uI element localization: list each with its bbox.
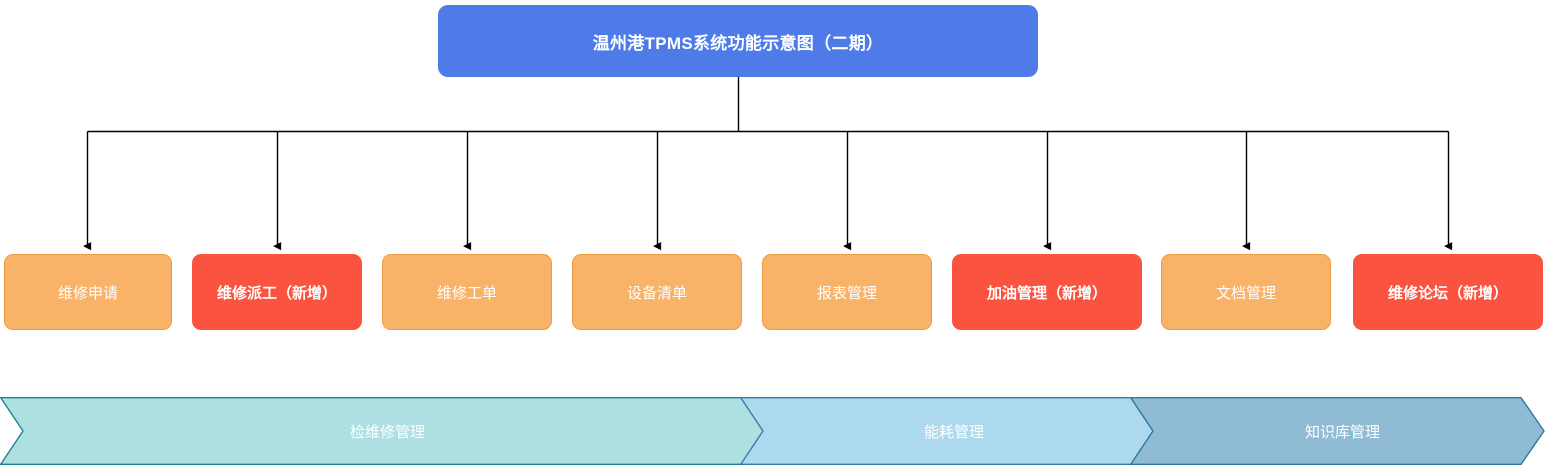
module-label: 加油管理（新增） [986,284,1107,302]
module-box-wendang-guanli[interactable]: 文档管理 [1161,254,1331,330]
module-label: 维修论坛（新增） [1387,284,1508,302]
module-box-shebei-qingdan[interactable]: 设备清单 [572,254,742,330]
category-banner-label: 知识库管理 [1304,423,1380,441]
module-box-baobiao-guanli[interactable]: 报表管理 [762,254,932,330]
module-label: 报表管理 [816,284,877,302]
page-title: 温州港TPMS系统功能示意图（二期） [592,33,884,53]
module-label: 维修派工（新增） [216,284,337,302]
chevron-shape-icon [1130,397,1545,465]
module-boxes-row: 维修申请 维修派工（新增） 维修工单 设备清单 报表管理 加油管理（新增） 文档… [0,254,1545,332]
module-label: 维修工单 [436,284,497,302]
module-box-jiayou-guanli[interactable]: 加油管理（新增） [952,254,1142,330]
module-box-weixiu-luntan[interactable]: 维修论坛（新增） [1353,254,1543,330]
category-banner-row: 检维修管理 能耗管理 知识库管理 [0,397,1545,467]
module-box-weixiu-shenqing[interactable]: 维修申请 [4,254,172,330]
module-box-weixiu-paigong[interactable]: 维修派工（新增） [192,254,362,330]
category-banner-nenghao-guanli[interactable]: 能耗管理 [740,397,1158,465]
diagram-title-box: 温州港TPMS系统功能示意图（二期） [438,5,1038,77]
module-label: 维修申请 [57,284,118,302]
category-banner-label: 能耗管理 [923,423,984,441]
category-banner-jianweixiu-guanli[interactable]: 检维修管理 [0,397,775,465]
category-banner-label: 检维修管理 [349,423,425,441]
module-box-weixiu-gongdan[interactable]: 维修工单 [382,254,552,330]
category-banner-zhishiku-guanli[interactable]: 知识库管理 [1130,397,1545,465]
module-label: 文档管理 [1215,284,1276,302]
module-label: 设备清单 [626,284,687,302]
